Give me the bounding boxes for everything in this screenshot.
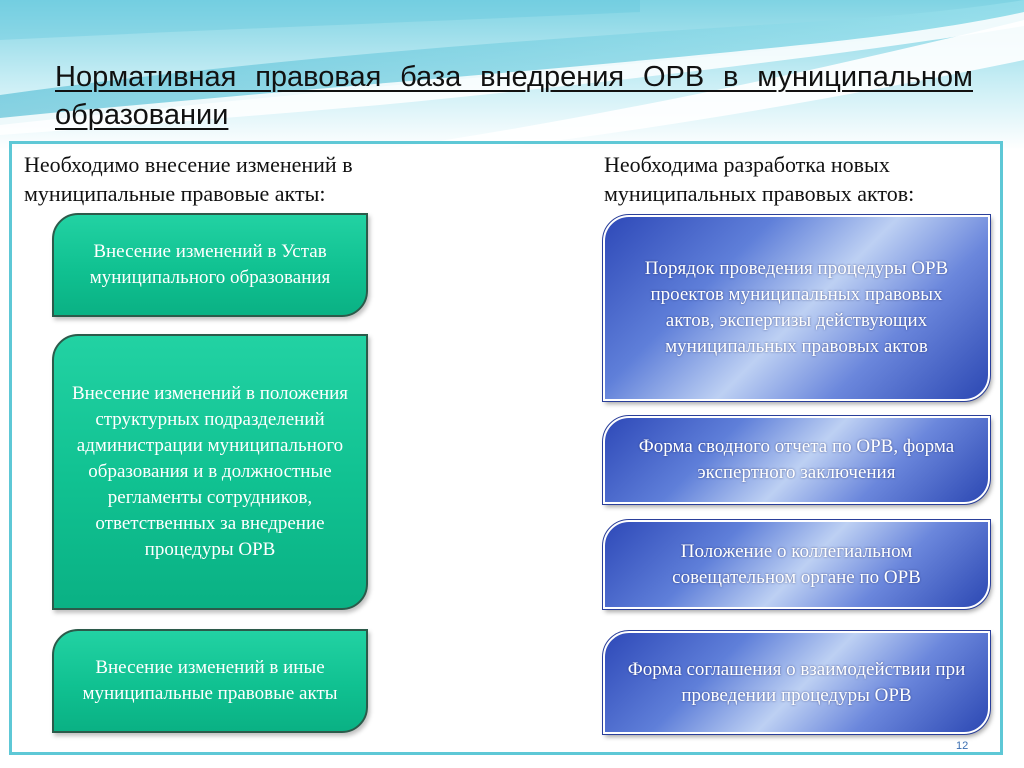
wave-header-decoration	[0, 0, 1024, 150]
page-title: Нормативная правовая база внедрения ОРВ …	[55, 61, 973, 131]
page-number: 12	[956, 740, 969, 752]
box-cooperation-agreement-form: Форма соглашения о взаимодействии при пр…	[602, 630, 991, 735]
box-report-form-label: Форма сводного отчета по ОРВ, форма эксп…	[638, 436, 955, 483]
box-cooperation-agreement-form-label: Форма соглашения о взаимодействии при пр…	[627, 658, 966, 706]
box-other-acts-amendments: Внесение изменений в иные муниципальные …	[52, 629, 368, 733]
box-report-form: Форма сводного отчета по ОРВ, форма эксп…	[602, 415, 991, 505]
box-charter-amendments: Внесение изменений в Устав муниципальног…	[52, 213, 368, 317]
box-collegial-body-regulation-label: Положение о коллегиальном совещательном …	[672, 540, 921, 588]
box-orv-procedure-order: Порядок проведения процедуры ОРВ проекто…	[602, 214, 991, 402]
left-column-heading: Необходимо внесение изменений в муниципа…	[24, 152, 353, 206]
box-department-regulations-amendments-label: Внесение изменений в положения структурн…	[71, 383, 349, 560]
box-department-regulations-amendments: Внесение изменений в положения структурн…	[52, 334, 368, 610]
box-orv-procedure-order-label: Порядок проведения процедуры ОРВ проекто…	[644, 258, 949, 357]
right-column-heading: Необходима разработка новых муниципальны…	[604, 152, 915, 206]
box-collegial-body-regulation: Положение о коллегиальном совещательном …	[602, 519, 991, 610]
box-charter-amendments-label: Внесение изменений в Устав муниципальног…	[89, 241, 331, 288]
content-frame	[9, 141, 1003, 755]
box-other-acts-amendments-label: Внесение изменений в иные муниципальные …	[82, 657, 338, 704]
